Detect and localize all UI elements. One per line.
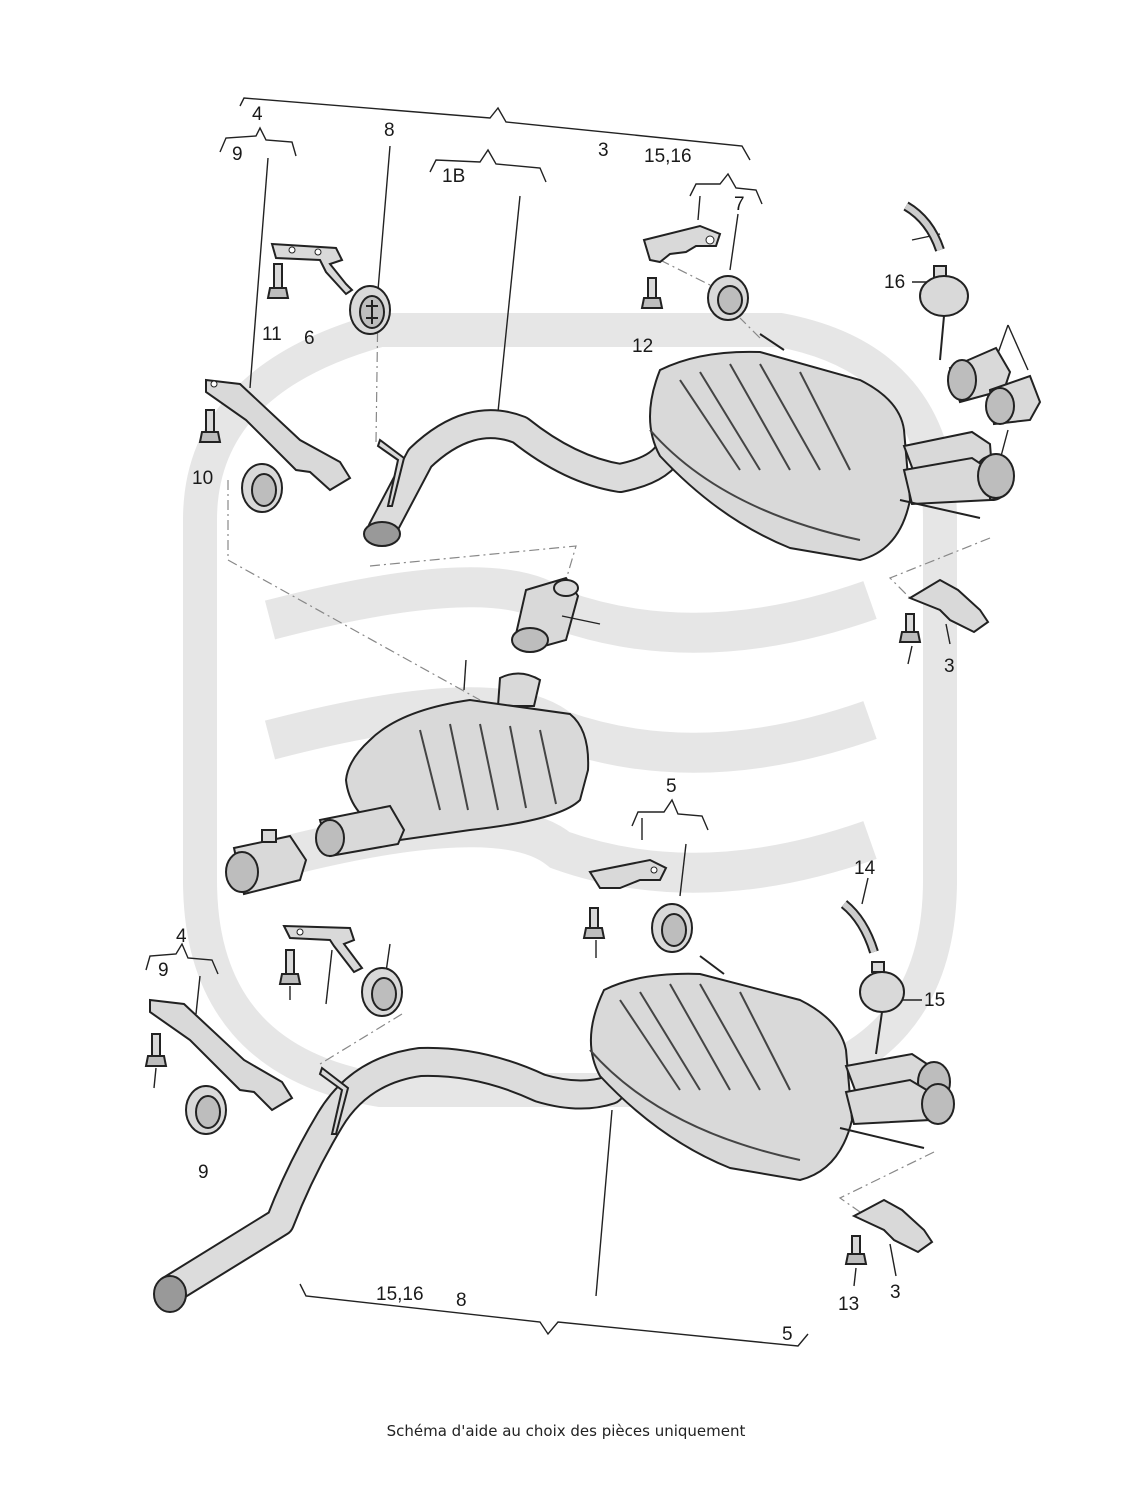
- flap-actuator-15: [840, 900, 905, 1055]
- label-9-bottom-lower: 9: [198, 1162, 209, 1183]
- label-4-top: 4: [252, 104, 263, 125]
- hanger-bracket-5: [582, 858, 668, 958]
- exhaust-system-diagram: 4 9 8 1B 3 15,16 7 16 11 6 12 10 3 5 14 …: [144, 97, 1042, 1347]
- label-13: 13: [838, 1294, 859, 1315]
- hanger-3-top: [898, 578, 990, 665]
- hanger-bracket-4-top: [205, 378, 352, 492]
- hanger-bracket-8-bottom: [278, 924, 391, 1005]
- bot-main-brace: [299, 1283, 809, 1347]
- label-7: 7: [734, 194, 745, 215]
- rubber-mount-7: [707, 275, 749, 321]
- bolt-10: [198, 409, 222, 443]
- hanger-3-bottom: [844, 1198, 934, 1287]
- label-1b: 1B: [442, 166, 465, 187]
- label-16: 16: [884, 272, 905, 293]
- label-15-16-top: 15,16: [644, 146, 692, 167]
- label-3-top: 3: [598, 140, 609, 161]
- rubber-mount-9-bottom: [185, 1085, 227, 1135]
- rear-muffler-bottom: [589, 955, 955, 1182]
- bolt-11: [266, 263, 290, 299]
- label-9-top: 9: [232, 144, 243, 165]
- label-4-bottom: 4: [176, 926, 187, 947]
- top-4-brace: [219, 126, 297, 157]
- label-6: 6: [304, 328, 315, 349]
- pipe-1b: [363, 409, 685, 547]
- label-3-mid: 3: [944, 656, 955, 677]
- label-8-top: 8: [384, 120, 395, 141]
- label-11: 11: [262, 324, 282, 345]
- label-12: 12: [632, 336, 653, 357]
- hanger-bracket-7: [642, 224, 722, 264]
- label-15-16-bottom: 15,16: [376, 1284, 424, 1305]
- hanger-bracket-4-bottom: [144, 998, 294, 1112]
- rubber-mount-5: [651, 903, 693, 953]
- label-9-bottom-upper: 9: [158, 960, 169, 981]
- rear-muffler-top: [649, 333, 1015, 562]
- center-muffler: [315, 659, 590, 858]
- tail-tip-top: [947, 346, 1042, 426]
- pipe-clamp-front: [225, 829, 308, 896]
- hanger-bracket-6: [270, 242, 354, 296]
- pipe-clamp-mid: [511, 576, 601, 653]
- bot-4-brace: [145, 942, 219, 975]
- top-7-brace: [689, 172, 763, 205]
- flap-actuator-16: [903, 201, 969, 361]
- rubber-mount-8-bottom: [361, 967, 403, 1017]
- label-8-bottom: 8: [456, 1290, 467, 1311]
- front-pipe: [153, 1046, 635, 1313]
- diagram-caption: Schéma d'aide au choix des pièces unique…: [386, 1422, 746, 1440]
- label-15: 15: [924, 990, 945, 1011]
- top-1b-brace: [429, 148, 547, 183]
- label-3-bottom: 3: [890, 1282, 901, 1303]
- rubber-mount-9-top: [241, 463, 283, 513]
- mid-5-brace: [631, 798, 709, 831]
- label-5-mid: 5: [666, 776, 677, 797]
- bolt-12: [640, 277, 664, 309]
- top-main-brace: [239, 97, 751, 161]
- label-14: 14: [854, 858, 876, 879]
- label-5-bottom: 5: [782, 1324, 793, 1345]
- rubber-mount-8: [349, 285, 391, 335]
- label-10: 10: [192, 468, 213, 489]
